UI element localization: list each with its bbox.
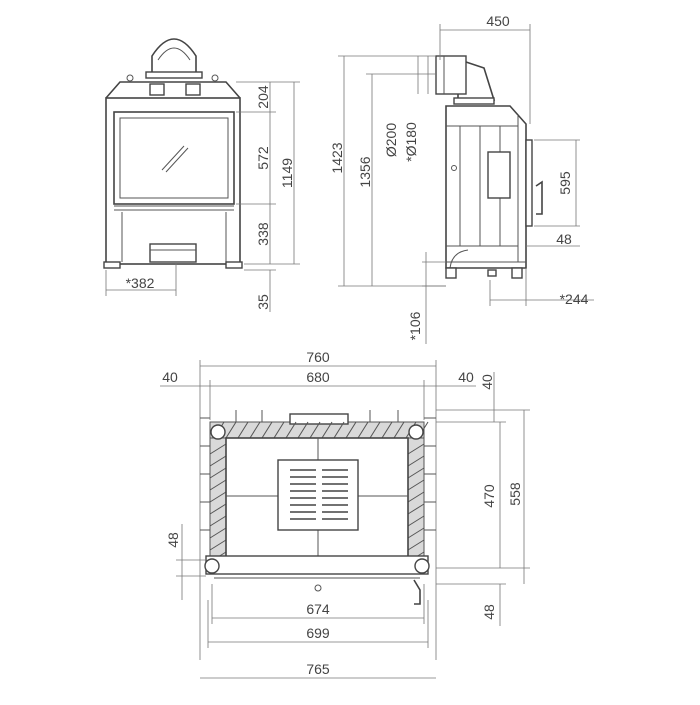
plan-dim-base-width: 765 — [306, 661, 330, 677]
front-vent-left — [149, 83, 165, 96]
plan-dim-right-margin: 40 — [458, 369, 474, 385]
side-foot-front — [511, 267, 523, 279]
side-handle — [535, 180, 543, 215]
front-foot-left — [103, 261, 121, 269]
front-dim-feet: 35 — [255, 294, 271, 310]
plan-dim-left-margin: 40 — [162, 369, 178, 385]
side-body — [445, 105, 527, 269]
plan-door-handle — [413, 579, 421, 605]
plan-dim-frame-width: 699 — [306, 625, 330, 641]
front-hood — [105, 81, 241, 99]
side-dim-total-height: 1423 — [329, 142, 345, 173]
front-ash-box — [149, 243, 197, 263]
side-dim-flue-outer: Ø200 — [383, 123, 399, 157]
front-dim-total: 1149 — [279, 158, 295, 188]
side-dim-door-bottom: 48 — [556, 231, 572, 247]
plan-flue-outlet — [289, 413, 349, 425]
plan-dim-total-depth: 558 — [507, 482, 523, 506]
front-dim-bottom: 338 — [255, 222, 271, 246]
front-dim-window: 572 — [255, 146, 271, 170]
front-door-frame — [113, 111, 235, 205]
front-dim-width: *382 — [126, 275, 155, 291]
front-view: 204 572 338 1149 35 *382 — [103, 38, 300, 312]
front-foot-right — [225, 261, 243, 269]
plan-dim-glass-width: 674 — [306, 601, 330, 617]
side-inspection-panel — [487, 151, 511, 199]
front-dim-top: 204 — [255, 85, 271, 109]
front-glass — [119, 117, 229, 199]
front-body — [105, 97, 241, 265]
plan-front-rail — [205, 555, 429, 575]
side-foot-back — [445, 267, 457, 279]
side-view: 450 1423 1356 Ø200 *Ø180 595 48 *106 *24… — [329, 13, 594, 344]
plan-dim-outer-width: 760 — [306, 349, 330, 365]
side-dim-depth-bottom: *244 — [560, 291, 589, 307]
side-dim-flue-inner: *Ø180 — [403, 122, 419, 162]
side-dim-flue-height: 1356 — [357, 156, 373, 187]
side-dim-door: 595 — [557, 171, 573, 195]
side-flue-pipe — [435, 55, 467, 95]
plan-dim-top-margin: 40 — [479, 374, 495, 390]
plan-dim-inner-width: 680 — [306, 369, 330, 385]
plan-dim-front-bottom: 48 — [481, 604, 497, 620]
side-dim-feet-offset: *106 — [407, 311, 423, 340]
side-door — [525, 139, 533, 227]
plan-dim-front-offset: 48 — [165, 532, 181, 548]
front-vent-right — [185, 83, 201, 96]
plan-dim-inner-depth: 470 — [481, 484, 497, 508]
plan-view: 760 680 40 40 40 470 558 48 48 674 — [160, 349, 530, 679]
side-dim-depth-top: 450 — [486, 13, 510, 29]
front-flue-collar — [151, 38, 197, 72]
